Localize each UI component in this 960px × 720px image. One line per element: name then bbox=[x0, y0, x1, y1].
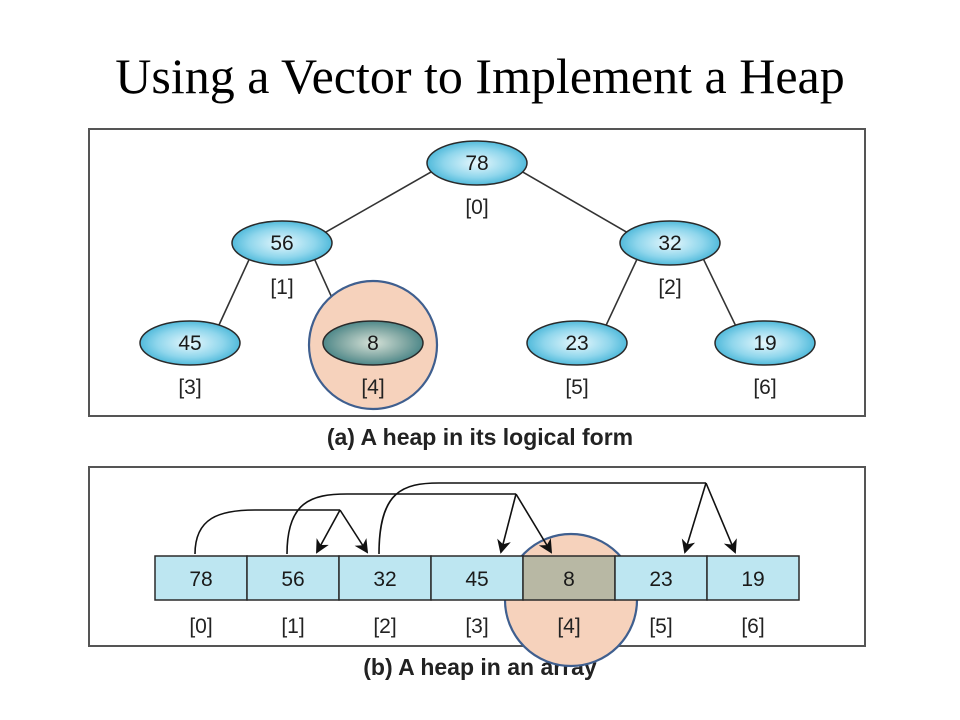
array-cells: 78 [0] 56 [1] 32 [2] 45 [3] 8 [4] 23 [5] 19 [6] bbox=[154, 555, 800, 638]
array-cell-box bbox=[430, 555, 524, 601]
arrow-branch bbox=[681, 482, 707, 554]
tree-node-value: 23 bbox=[565, 332, 588, 355]
tree-node-shape bbox=[231, 220, 333, 266]
tree-node-value: 8 bbox=[367, 332, 379, 355]
arrow-stem bbox=[286, 493, 516, 555]
parent-child-arrow bbox=[378, 482, 737, 555]
array-cell-value: 45 bbox=[465, 568, 488, 591]
tree-node-index: [4] bbox=[361, 376, 384, 399]
array-cell-index: [4] bbox=[557, 615, 580, 638]
array-cell: 23 [5] bbox=[614, 555, 708, 638]
array-cell: 19 [6] bbox=[706, 555, 800, 638]
tree-node: 32 [2] bbox=[619, 220, 721, 299]
tree-node-value: 56 bbox=[270, 232, 293, 255]
tree-node: 56 [1] bbox=[231, 220, 333, 299]
tree-node: 78 [0] bbox=[426, 140, 528, 219]
arrow-branch bbox=[497, 493, 517, 554]
tree-node-shape bbox=[619, 220, 721, 266]
array-cell-index: [3] bbox=[465, 615, 488, 638]
tree-edge bbox=[216, 258, 250, 331]
tree-node-value: 19 bbox=[753, 332, 776, 355]
array-cell-value: 19 bbox=[741, 568, 764, 591]
array-arrows bbox=[194, 482, 737, 555]
tree-node-index: [2] bbox=[658, 276, 681, 299]
tree-edge bbox=[521, 170, 634, 237]
tree-node-shape bbox=[322, 320, 424, 366]
tree-node: 19 [6] bbox=[714, 320, 816, 399]
arrow-branch bbox=[316, 509, 341, 554]
parent-child-arrow bbox=[194, 509, 369, 555]
tree-caption: (a) A heap in its logical form bbox=[326, 424, 634, 450]
tree-node-index: [6] bbox=[753, 376, 776, 399]
array-cell-value: 32 bbox=[373, 568, 396, 591]
tree-node-value: 78 bbox=[465, 152, 488, 175]
tree-edge bbox=[603, 258, 638, 331]
array-cell: 45 [3] bbox=[430, 555, 524, 638]
array-cell-value: 56 bbox=[281, 568, 304, 591]
arrow-branch bbox=[339, 509, 369, 554]
array-cell-value: 78 bbox=[189, 568, 212, 591]
array-cell-value: 23 bbox=[649, 568, 672, 591]
tree-node-index: [0] bbox=[465, 196, 488, 219]
array-cell: 56 [1] bbox=[246, 555, 340, 638]
array-cell-index: [0] bbox=[189, 615, 212, 638]
tree-edge bbox=[702, 258, 739, 331]
arrow-stem bbox=[194, 509, 340, 555]
parent-child-arrow bbox=[286, 493, 553, 555]
tree-node-index: [1] bbox=[270, 276, 293, 299]
tree-node: 8 [4] bbox=[322, 320, 424, 399]
array-cell-box bbox=[706, 555, 800, 601]
arrow-branch bbox=[705, 482, 737, 554]
tree-node-index: [5] bbox=[565, 376, 588, 399]
tree-node: 23 [5] bbox=[526, 320, 628, 399]
tree-node-index: [3] bbox=[178, 376, 201, 399]
array-cell: 32 [2] bbox=[338, 555, 432, 638]
array-cell-box bbox=[246, 555, 340, 601]
array-cell-index: [1] bbox=[281, 615, 304, 638]
tree-edge bbox=[318, 170, 433, 237]
tree-node-shape bbox=[526, 320, 628, 366]
array-cell-index: [6] bbox=[741, 615, 764, 638]
tree-nodes: 78 [0] 56 [1] 32 [2] 45 [3] 8 [4] 23 [5] 19 [6] bbox=[139, 140, 816, 399]
array-cell-value: 8 bbox=[563, 568, 575, 591]
arrow-stem bbox=[378, 482, 706, 555]
array-cell-box bbox=[614, 555, 708, 601]
tree-node-value: 32 bbox=[658, 232, 681, 255]
tree-node-shape bbox=[426, 140, 528, 186]
arrow-branch bbox=[515, 493, 553, 554]
tree-node-shape bbox=[139, 320, 241, 366]
tree-node-shape bbox=[714, 320, 816, 366]
array-cell: 78 [0] bbox=[154, 555, 248, 638]
slide-title: Using a Vector to Implement a Heap bbox=[115, 48, 845, 104]
array-cell-index: [2] bbox=[373, 615, 396, 638]
array-cell-index: [5] bbox=[649, 615, 672, 638]
tree-node-value: 45 bbox=[178, 332, 201, 355]
tree-node: 45 [3] bbox=[139, 320, 241, 399]
